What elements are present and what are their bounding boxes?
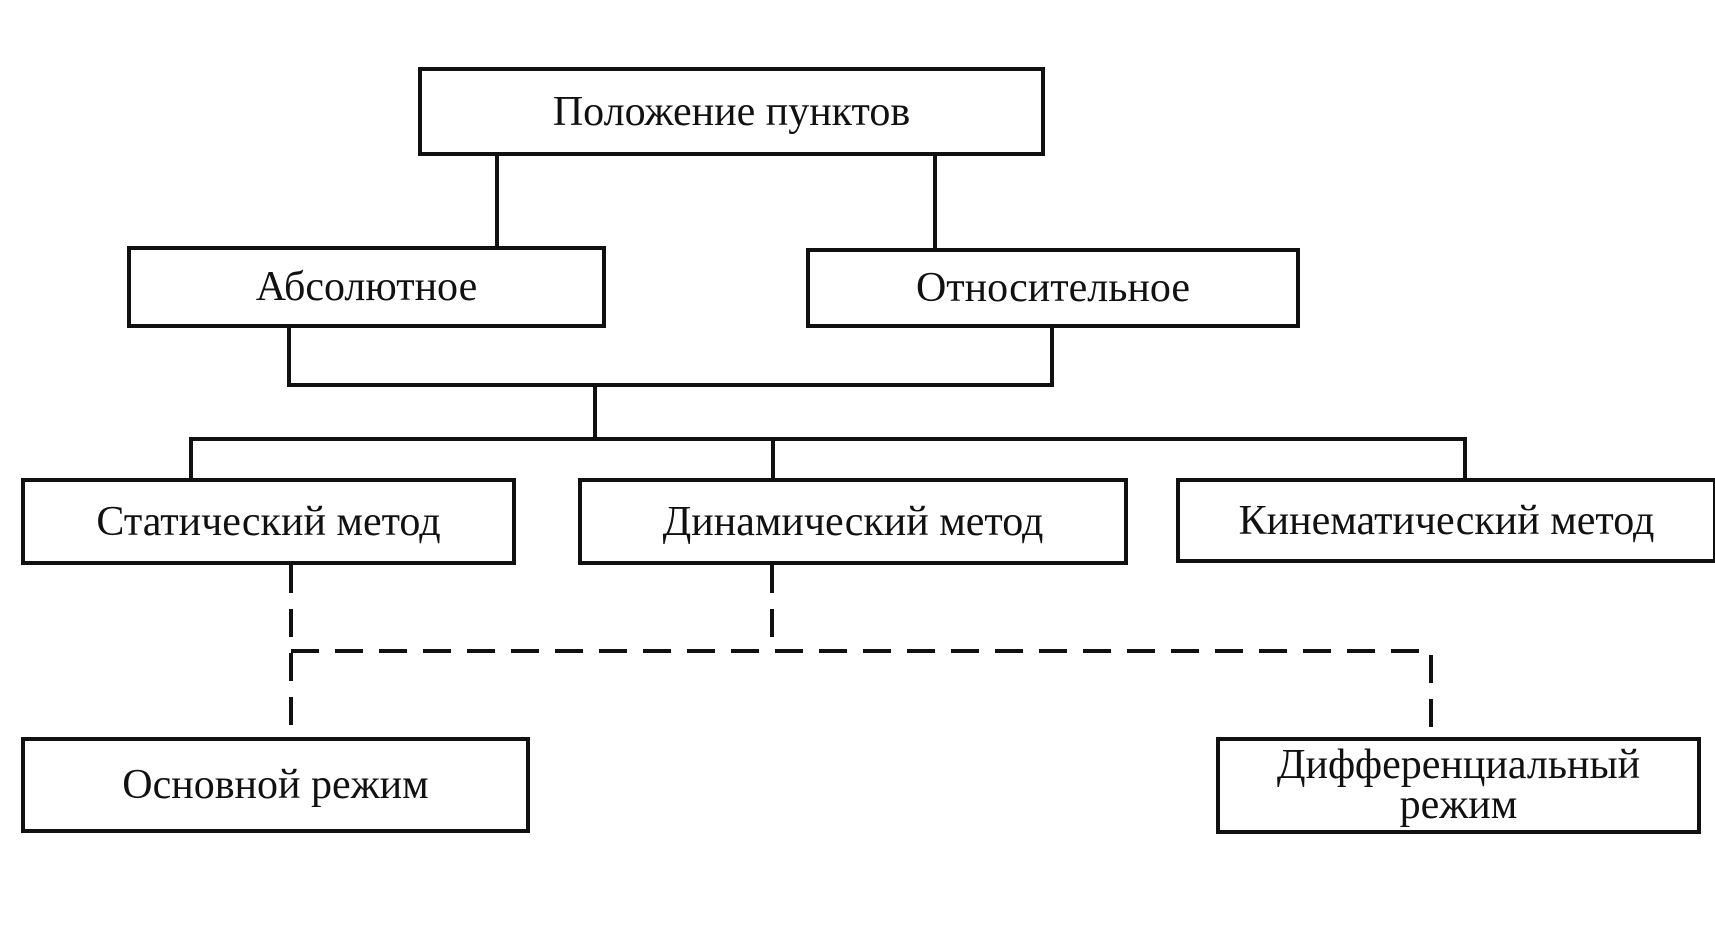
- node-dynamic-method: Динамический метод: [578, 478, 1128, 565]
- edge-modes-bus-dashed: [291, 649, 1433, 737]
- node-static-method: Статический метод: [21, 478, 516, 565]
- node-differential-mode: Дифференциальный режим: [1216, 737, 1701, 834]
- node-label: Абсолютное: [255, 264, 478, 310]
- node-label: Динамический метод: [662, 498, 1044, 545]
- node-absolute: Абсолютное: [127, 246, 606, 328]
- node-kinematic-method: Кинематический метод: [1176, 478, 1715, 563]
- node-point-position: Положение пунктов: [418, 67, 1045, 156]
- node-label-line1: Дифференциальный: [1276, 741, 1641, 788]
- node-label-line2: режим: [1399, 781, 1518, 828]
- node-relative: Относительное: [806, 248, 1300, 328]
- node-basic-mode: Основной режим: [21, 737, 530, 833]
- edge-methods-bus: [189, 437, 1467, 480]
- node-label: Относительное: [915, 265, 1191, 311]
- node-label: Основной режим: [122, 762, 429, 808]
- node-label: Положение пунктов: [552, 88, 911, 135]
- node-label: Статический метод: [96, 498, 441, 545]
- node-label: Кинематический метод: [1238, 497, 1655, 544]
- edge-level1-merge: [287, 326, 1054, 387]
